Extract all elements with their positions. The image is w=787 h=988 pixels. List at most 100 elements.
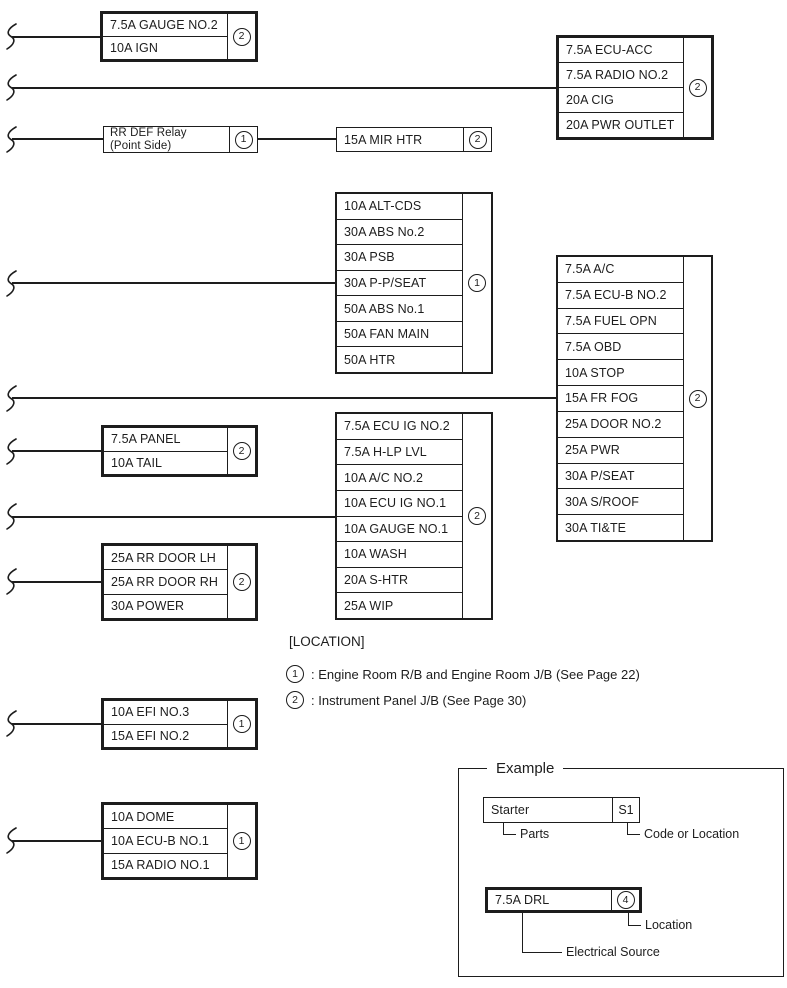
fuse-label: 30A P/SEAT	[565, 468, 635, 483]
fuse-row: 15A MIR HTR	[337, 128, 463, 151]
circled-number: 2	[468, 507, 486, 525]
fuse-row: 15A RADIO NO.1	[104, 852, 227, 877]
fuse-box-instrument-tall: 7.5A A/C 7.5A ECU-B NO.2 7.5A FUEL OPN 7…	[556, 255, 713, 542]
fuse-row: 25A PWR	[558, 436, 683, 463]
fuse-row: 15A FR FOG	[558, 385, 683, 411]
wire-segment	[12, 36, 100, 38]
fuse-row: 10A STOP	[558, 359, 683, 385]
fuse-row: 25A DOOR NO.2	[558, 410, 683, 437]
fuse-label: 10A DOME	[111, 809, 175, 824]
wire-segment	[12, 723, 101, 725]
callout-line	[503, 823, 505, 835]
fuse-row: 25A RR DOOR LH	[104, 546, 227, 569]
example-starter-box: Starter S1	[483, 797, 640, 823]
fuse-label: 25A RR DOOR RH	[111, 574, 218, 589]
fuse-row: 10A WASH	[337, 541, 462, 567]
wire-segment	[12, 450, 101, 452]
wire-segment	[12, 282, 335, 284]
fuse-row: 25A WIP	[337, 592, 462, 618]
location-heading: [LOCATION]	[289, 634, 365, 649]
callout-line	[627, 823, 629, 835]
location-number-cell: 2	[683, 38, 711, 137]
fuse-label: 15A FR FOG	[565, 391, 639, 406]
fuse-label: 10A WASH	[344, 547, 407, 562]
fuse-row: 30A POWER	[104, 593, 227, 618]
wire-segment	[12, 397, 556, 399]
fuse-label: 10A ECU-B NO.1	[111, 833, 209, 848]
wire-break-icon	[6, 438, 17, 465]
fuse-row: 10A ECU-B NO.1	[104, 828, 227, 852]
circled-number: 1	[286, 665, 304, 683]
fuse-label: 10A ECU IG NO.1	[344, 496, 447, 511]
fuse-label: 25A PWR	[565, 443, 620, 458]
fuse-label: 25A WIP	[344, 598, 394, 613]
circled-number: 2	[286, 691, 304, 709]
wire-segment	[12, 516, 335, 518]
wire-break-icon	[6, 503, 17, 530]
example-drl-box: 7.5A DRL 4	[485, 887, 642, 913]
callout-line	[503, 834, 516, 836]
parts-cell: Starter	[484, 798, 612, 822]
wire-break-icon	[6, 270, 17, 297]
fuse-row: 10A GAUGE NO.1	[337, 515, 462, 542]
fuse-row: 7.5A RADIO NO.2	[559, 62, 683, 87]
relay-row: RR DEF Relay (Point Side)	[104, 127, 229, 152]
location-callout-label: Location	[645, 918, 693, 932]
fuse-row: 10A DOME	[104, 805, 227, 828]
fuse-label: 30A POWER	[111, 599, 185, 614]
fuse-label: 50A FAN MAIN	[344, 327, 430, 342]
fuse-row: 7.5A GAUGE NO.2	[103, 14, 227, 36]
legend-text: : Engine Room R/B and Engine Room J/B (S…	[311, 666, 640, 682]
location-number-cell: 2	[227, 14, 255, 59]
fuse-row: 20A PWR OUTLET	[559, 112, 683, 137]
fuse-box-rr-door: 25A RR DOOR LH 25A RR DOOR RH 30A POWER …	[101, 543, 258, 621]
wire-break-icon	[6, 568, 17, 595]
fuse-label: 50A HTR	[344, 352, 396, 367]
wire-break-icon	[6, 827, 17, 854]
fuse-label: 25A RR DOOR LH	[111, 550, 216, 565]
fuse-label: 30A ABS No.2	[344, 224, 425, 239]
fuse-row: 10A A/C NO.2	[337, 464, 462, 490]
fuse-row: 30A P-P/SEAT	[337, 269, 462, 296]
fuse-box-ecu-ig: 7.5A ECU IG NO.2 7.5A H-LP LVL 10A A/C N…	[335, 412, 493, 620]
fuse-label: 10A ALT-CDS	[344, 199, 422, 214]
wire-segment	[12, 138, 103, 140]
callout-line	[522, 913, 524, 953]
source-cell: 7.5A DRL	[488, 890, 611, 910]
legend-text: : Instrument Panel J/B (See Page 30)	[311, 692, 527, 708]
fuse-label: 7.5A OBD	[565, 339, 622, 354]
fuse-label: 15A RADIO NO.1	[111, 858, 210, 873]
fuse-label: 10A GAUGE NO.1	[344, 521, 449, 536]
fuse-row: 30A TI&TE	[558, 514, 683, 540]
circled-number: 2	[468, 130, 487, 149]
fuse-label: 15A EFI NO.2	[111, 728, 190, 743]
fuse-row: 7.5A ECU-ACC	[559, 38, 683, 62]
fuse-label: 15A MIR HTR	[344, 132, 423, 147]
code-cell: S1	[612, 798, 639, 822]
callout-line	[628, 913, 630, 926]
fuse-box-dome: 10A DOME 10A ECU-B NO.1 15A RADIO NO.1 1	[101, 802, 258, 880]
location-number-cell: 1	[462, 194, 491, 372]
fuse-row: 30A S/ROOF	[558, 488, 683, 514]
wire-segment	[12, 87, 556, 89]
parts-cell-label: Starter	[491, 803, 530, 817]
fuse-label: 7.5A RADIO NO.2	[566, 68, 669, 82]
fuse-row: 15A EFI NO.2	[104, 723, 227, 748]
circled-number: 2	[232, 442, 251, 460]
fuse-row: 7.5A PANEL	[104, 428, 227, 451]
fuse-label: 7.5A ECU-ACC	[566, 43, 653, 57]
fuse-row: 10A EFI NO.3	[104, 701, 227, 724]
fuse-label: 7.5A PANEL	[111, 432, 181, 447]
fuse-label: 30A P-P/SEAT	[344, 276, 427, 291]
relay-box-rr-def: RR DEF Relay (Point Side) 1	[103, 126, 258, 153]
fuse-box-efi: 10A EFI NO.3 15A EFI NO.2 1	[101, 698, 258, 750]
legend-item-2: 2 : Instrument Panel J/B (See Page 30)	[286, 691, 526, 709]
fuse-row: 7.5A H-LP LVL	[337, 438, 462, 465]
circled-number: 2	[232, 27, 251, 46]
location-number-cell: 2	[227, 546, 255, 618]
fuse-box-engine-room: 10A ALT-CDS 30A ABS No.2 30A PSB 30A P-P…	[335, 192, 493, 374]
wire-break-icon	[6, 385, 17, 412]
fuse-label: 7.5A FUEL OPN	[565, 314, 657, 329]
fuse-label: 10A IGN	[110, 41, 158, 55]
